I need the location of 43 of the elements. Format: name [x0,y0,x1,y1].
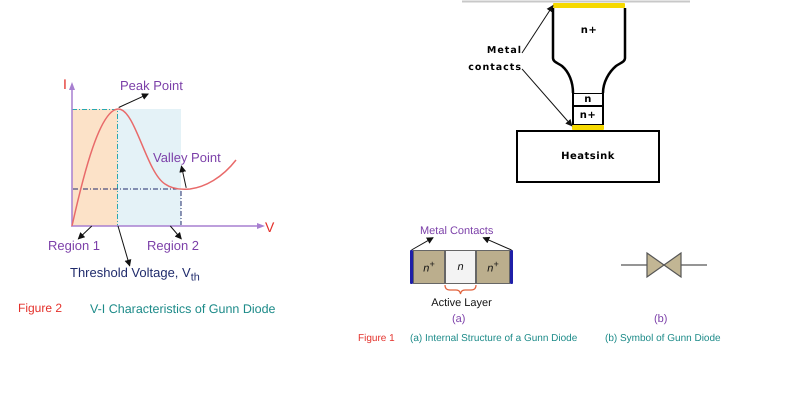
axis-label: I [63,76,67,92]
figure-number: Figure 1 [358,333,395,344]
leader-arrow [118,226,132,267]
semiconductor-layer [572,93,604,106]
callout-text: Metal Contacts [420,225,494,238]
metal-contact-strip [510,250,513,284]
leader-arrow [78,226,92,240]
callout-text: Region 1 [48,239,100,254]
figure-number: Figure 2 [18,302,62,316]
semiconductor-layer [476,250,510,284]
bracket-caption: Active Layer [430,297,493,310]
leader-arrow [179,165,187,188]
layer-label: n$^{+}$ [423,258,435,276]
semiconductor-layer [552,8,626,93]
callout-text: Peak Point [120,79,183,94]
subfigure-label: (a) [452,313,466,326]
heatsink-block [516,130,660,183]
metal-contact-strip [572,125,604,130]
layer-label: n+ [580,25,598,36]
semiconductor-layer [413,250,445,284]
figure-caption: (b) Symbol of Gunn Diode [605,333,721,344]
leader-arrow [482,236,512,250]
layer-label: n+ [580,110,596,122]
layer-label: n [457,260,464,274]
callout-text: Threshold Voltage, V$_{th}$ [70,266,200,284]
metal-contact-strip [553,3,625,8]
figure-caption: V-I Characteristics of Gunn Diode [90,302,276,316]
subfigure-label: (b) [654,313,668,326]
axis-label: V [265,219,274,236]
layer-label: n [584,94,592,106]
heatsink-label: Heatsink [561,150,615,162]
leader-arrow [522,4,554,54]
leader-arrow [170,226,182,240]
callout-text: Region 2 [147,239,200,254]
characteristic-curve [71,108,237,226]
metal-contact-strip [410,250,413,284]
callout-text: Metal contacts [456,43,522,76]
leader-arrow [118,93,149,108]
layer-label: n$^{+}$ [487,258,499,276]
figure-caption: (a) Internal Structure of a Gunn Diode [410,333,578,344]
leader-arrow [522,68,572,127]
leader-arrow [411,237,434,250]
callout-text: Valley Point [153,151,221,166]
